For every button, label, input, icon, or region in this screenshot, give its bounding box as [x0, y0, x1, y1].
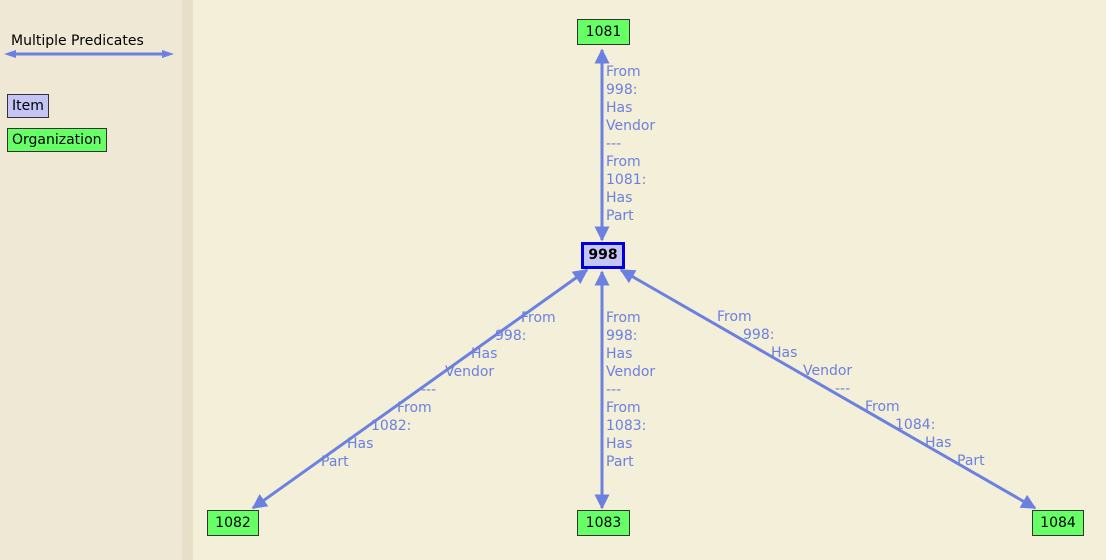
edge-label-line: Has: [471, 346, 498, 362]
edge-label-line: 998:: [743, 327, 775, 343]
edge-label-line: From: [606, 154, 641, 170]
edge-998-1084[interactable]: [619, 268, 1037, 510]
edge-label-line: ---: [421, 382, 437, 398]
edge-label-line: ---: [835, 381, 851, 397]
legend-panel: Multiple Predicates Item Organization: [0, 0, 182, 560]
edge-label-line: 998:: [606, 82, 638, 98]
edge-label-line: From: [865, 399, 900, 415]
legend-edge-label: Multiple Predicates: [11, 33, 144, 49]
edge-label-line: From: [606, 64, 641, 80]
node-1081[interactable]: 1081: [577, 19, 630, 45]
edge-label-line: Vendor: [803, 363, 853, 379]
legend-item-type[interactable]: Item: [7, 94, 49, 118]
edge-label-line: 998:: [606, 328, 638, 344]
edge-label-line: Has: [606, 100, 633, 116]
edge-label-line: 1084:: [895, 417, 936, 433]
edge-label-line: Vendor: [445, 364, 495, 380]
edge-label-line: From: [397, 400, 432, 416]
edge-label-line: Part: [606, 208, 634, 224]
node-1082[interactable]: 1082: [207, 510, 259, 536]
edge-label-line: ---: [606, 382, 622, 398]
edge-label-line: Vendor: [606, 364, 656, 380]
edge-label-line: 1081:: [606, 172, 647, 188]
edge-label-line: 1083:: [606, 418, 647, 434]
node-1083[interactable]: 1083: [577, 510, 630, 536]
edge-label-line: ---: [606, 136, 622, 152]
edge-label-line: Has: [606, 346, 633, 362]
graph-edges: [251, 48, 1037, 510]
edge-label-line: From: [521, 310, 556, 326]
edge-label-line: From: [606, 310, 641, 326]
node-1084[interactable]: 1084: [1032, 510, 1084, 536]
edge-label-line: Part: [321, 454, 349, 470]
edge-label-line: Has: [347, 436, 374, 452]
edge-label-line: 998:: [495, 328, 527, 344]
node-998[interactable]: 998: [581, 242, 625, 269]
edge-label-line: Has: [771, 345, 798, 361]
edge-label-line: Part: [606, 454, 634, 470]
edge-label-line: Has: [606, 436, 633, 452]
legend-organization-type[interactable]: Organization: [7, 128, 107, 152]
edge-label-line: 1082:: [371, 418, 412, 434]
edge-label-line: Has: [925, 435, 952, 451]
edge-label-line: Vendor: [606, 118, 656, 134]
edge-label-line: From: [606, 400, 641, 416]
edge-998-1082[interactable]: [251, 268, 589, 510]
legend-edge-arrow: [4, 50, 174, 58]
edge-label-line: From: [717, 309, 752, 325]
edge-label-line: Part: [957, 453, 985, 469]
edge-label-line: Has: [606, 190, 633, 206]
panel-divider[interactable]: [182, 0, 193, 560]
